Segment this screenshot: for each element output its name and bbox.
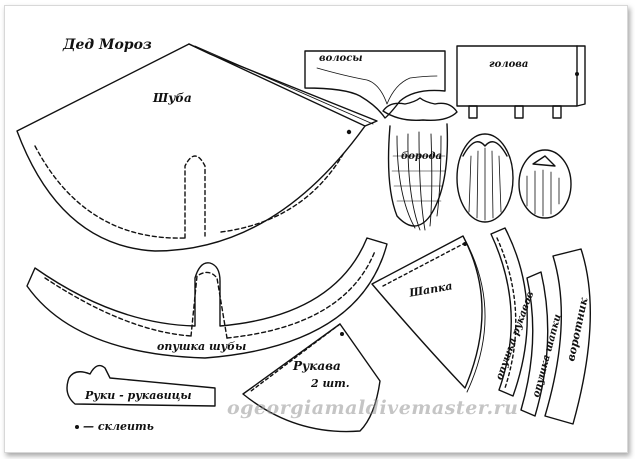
hair-label: волосы [319, 53, 363, 64]
mittens-label: Руки - рукавицы [85, 389, 192, 402]
pattern-drawing [16, 43, 592, 433]
head-piece [456, 45, 586, 119]
glue-dot [463, 242, 467, 246]
glue-dot [575, 72, 579, 76]
glue-legend-label: — склеить [83, 420, 154, 433]
glue-dot [346, 129, 352, 135]
sleeves-qty-label: 2 шт. [311, 377, 350, 390]
cap-trim-piece [520, 271, 549, 417]
beard-label: борода [401, 151, 442, 162]
glue-legend: — склеить [75, 421, 154, 432]
coat-hem-label: опушка шубы [157, 340, 247, 353]
collar-piece [544, 248, 592, 425]
beard-piece [382, 97, 458, 231]
sleeves-piece [242, 323, 381, 433]
glue-dot-icon [75, 424, 79, 429]
coat-piece [16, 43, 378, 252]
cap-piece [371, 235, 486, 393]
pattern-title: Дед Мороз [63, 37, 152, 53]
sleeves-label: Рукава [293, 359, 341, 373]
mittens-piece [66, 364, 216, 407]
pattern-sheet: Дед Мороз Шуба волосы голова борода Шапк… [4, 5, 628, 453]
oval-piece-2 [518, 149, 572, 219]
watermark-text: ogeorgiamaldivemaster.ru [227, 397, 519, 419]
coat-label: Шуба [153, 91, 192, 105]
glue-dot [340, 332, 344, 336]
head-label: голова [489, 59, 529, 70]
hair-piece [304, 50, 446, 119]
coat-hem-piece [26, 237, 388, 359]
oval-piece-1 [456, 133, 514, 223]
sleeve-cuff-piece [490, 227, 528, 397]
